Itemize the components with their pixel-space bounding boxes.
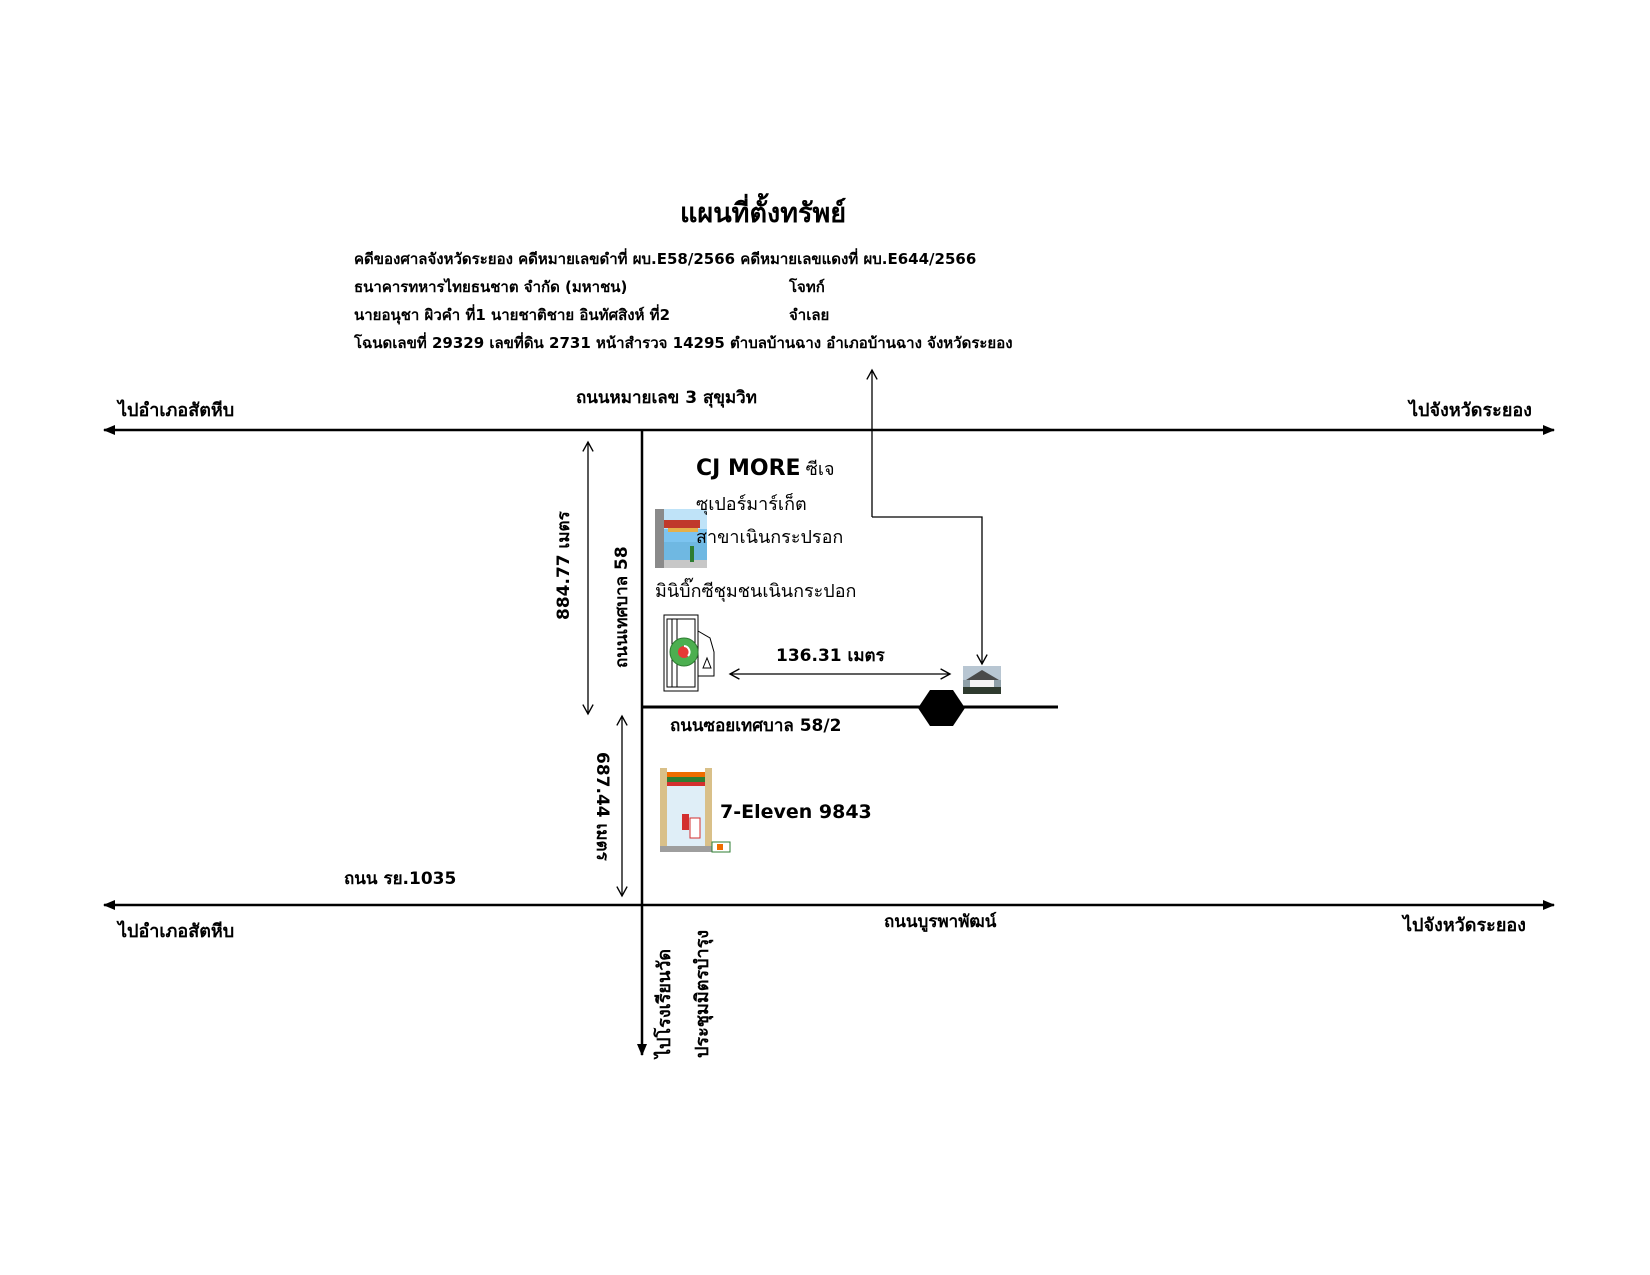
cj-more-branch: สาขาเนินกระปรอก	[696, 527, 844, 548]
road-label-thetsaban-58: ถนนเทศบาล 58	[612, 546, 632, 668]
direction-bottom-right: ไปจังหวัดระยอง	[1403, 915, 1526, 936]
case-number-line: คดีของศาลจังหวัดระยอง คดีหมายเลขดำที่ ผบ…	[354, 250, 977, 268]
supermarket-photo-icon	[655, 509, 707, 568]
seven-eleven-store-icon	[660, 768, 731, 853]
direction-bottom-left: ไปอำเภอสัตหีบ	[118, 921, 235, 942]
direction-down-school-line1: ไปโรงเรียนวัด	[654, 948, 675, 1058]
plaintiff-role: โจทก์	[789, 278, 825, 296]
direction-top-right: ไปจังหวัดระยอง	[1409, 400, 1532, 421]
defendant-names: นายอนุชา ผิวคำ ที่1 นายชาติชาย อินทัศสิง…	[354, 306, 671, 324]
cj-more-line2: ซุเปอร์มาร์เก็ต	[696, 494, 807, 515]
road-label-burapha: ถนนบูรพาพัฒน์	[884, 912, 997, 932]
distance-label-horizontal: 136.31 เมตร	[776, 646, 885, 666]
page-title: แผนที่ตั้งทรัพย์	[680, 198, 847, 229]
cj-more-brand: CJ MORE	[696, 456, 801, 481]
distance-label-upper: 884.77 เมตร	[554, 511, 574, 620]
mini-bigc-label: มินิบิ๊กซีชุมชนเนินกระปอก	[655, 581, 857, 602]
plaintiff-name: ธนาคารทหารไทยธนชาต จำกัด (มหาชน)	[354, 278, 628, 296]
direction-top-left: ไปอำเภอสัตหีบ	[118, 400, 235, 421]
defendant-role: จำเลย	[789, 306, 830, 324]
cj-more-label: CJ MORE ซีเจ	[696, 458, 835, 480]
property-house-icon	[963, 666, 1001, 694]
direction-down-school-line2: ประชุมมิตรบำรุง	[692, 929, 713, 1058]
road-label-ry1035: ถนน รย.1035	[344, 869, 457, 889]
mini-bigc-store-icon	[663, 614, 715, 692]
distance-label-lower: 687.44 เมตร	[592, 752, 612, 861]
seven-eleven-label: 7-Eleven 9843	[720, 801, 872, 823]
hexagon-marker-icon	[918, 690, 965, 726]
title-deed-info: โฉนดเลขที่ 29329 เลขที่ดิน 2731 หน้าสำรว…	[354, 334, 1013, 352]
road-label-soi-58-2: ถนนซอยเทศบาล 58/2	[670, 716, 842, 736]
cj-more-thai: ซีเจ	[805, 459, 835, 480]
pointer-line-property-lower	[872, 516, 988, 666]
road-label-sukhumvit: ถนนหมายเลข 3 สุขุมวิท	[576, 388, 757, 408]
